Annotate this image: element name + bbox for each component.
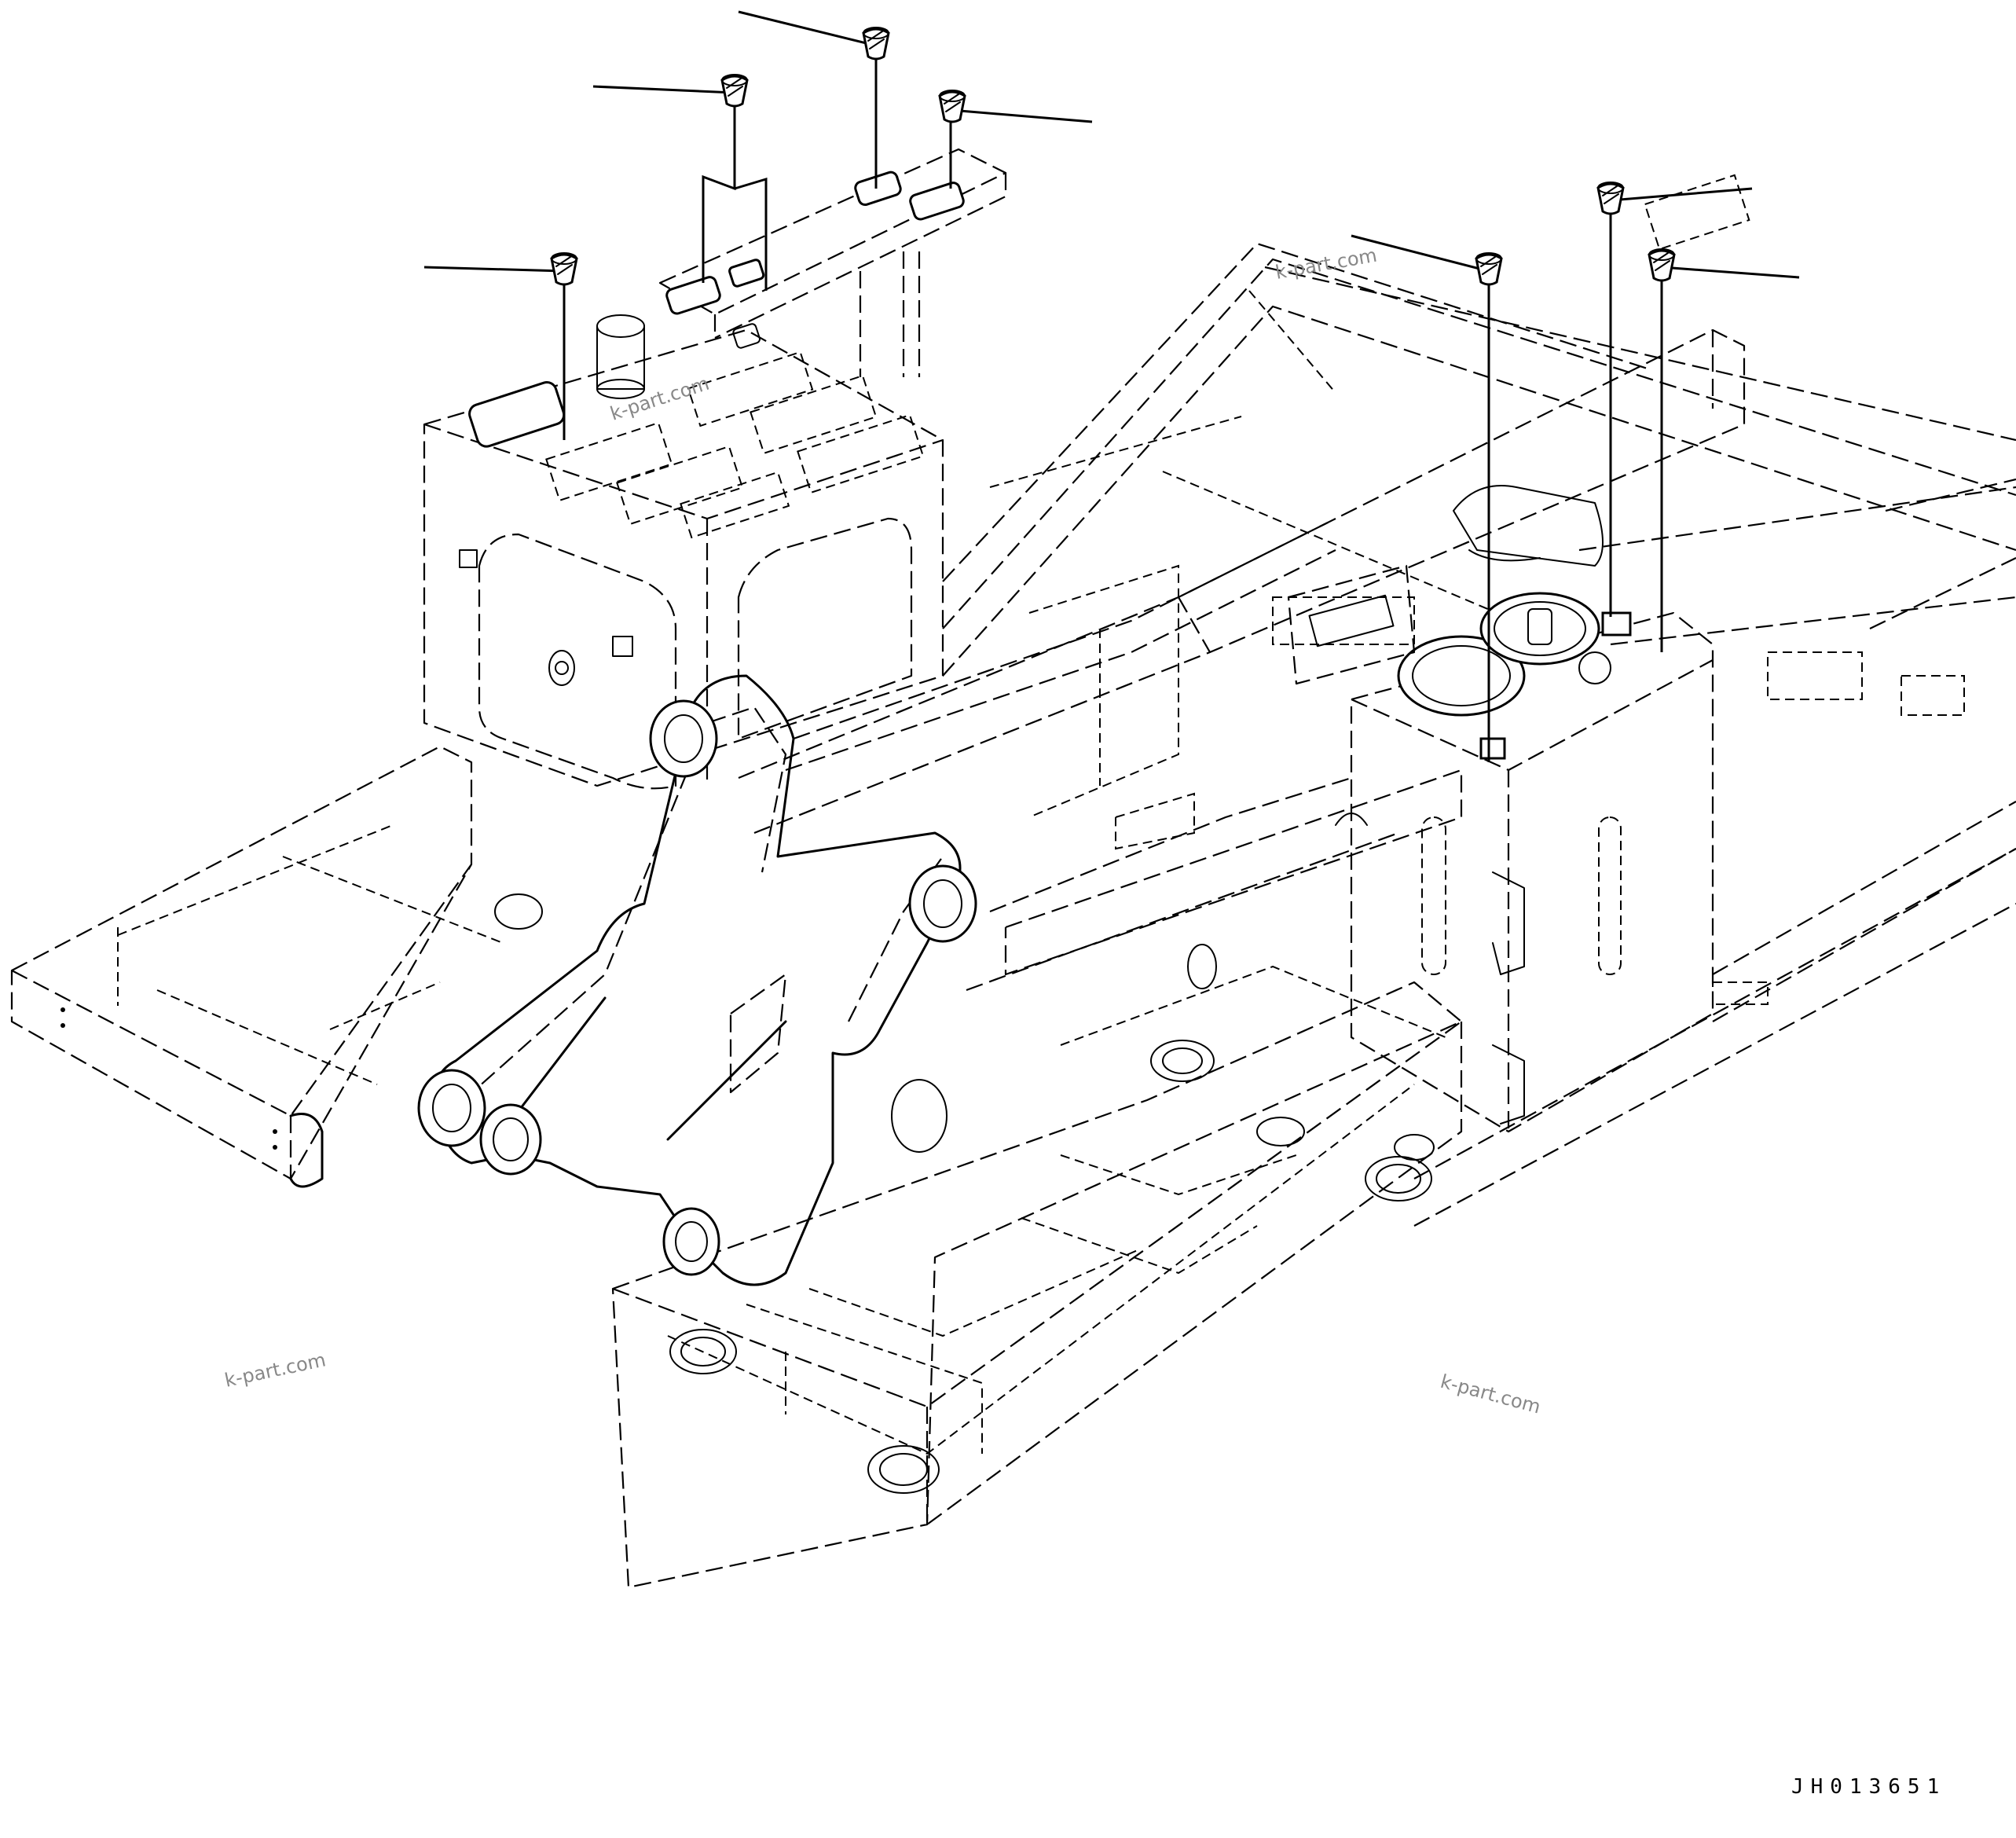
drawing-number: JH013651 — [1791, 1775, 1946, 1799]
left-walkway-platform — [10, 745, 504, 1188]
revolving-frame-deck — [611, 965, 1463, 1589]
cap-plug-icon — [862, 27, 890, 61]
cap-plug-icon — [1596, 182, 1625, 215]
boom-mount — [417, 518, 1352, 1286]
rear-upper-tray — [658, 148, 1007, 377]
cap-plug-icon — [938, 90, 966, 123]
cap-plug-icon — [720, 74, 749, 108]
watermark: k-part.com — [1438, 1370, 1542, 1418]
callout-plugs — [550, 27, 1676, 286]
right-tank-block — [1287, 564, 1714, 1133]
cross-beams — [738, 174, 2016, 992]
right-frame-rails — [942, 242, 2016, 1227]
cap-plug-icon — [1475, 252, 1503, 286]
cap-plug-icon — [550, 252, 578, 286]
cap-plug-icon — [1648, 248, 1676, 282]
watermark: k-part.com — [222, 1348, 328, 1392]
leader-lines — [423, 10, 1800, 762]
